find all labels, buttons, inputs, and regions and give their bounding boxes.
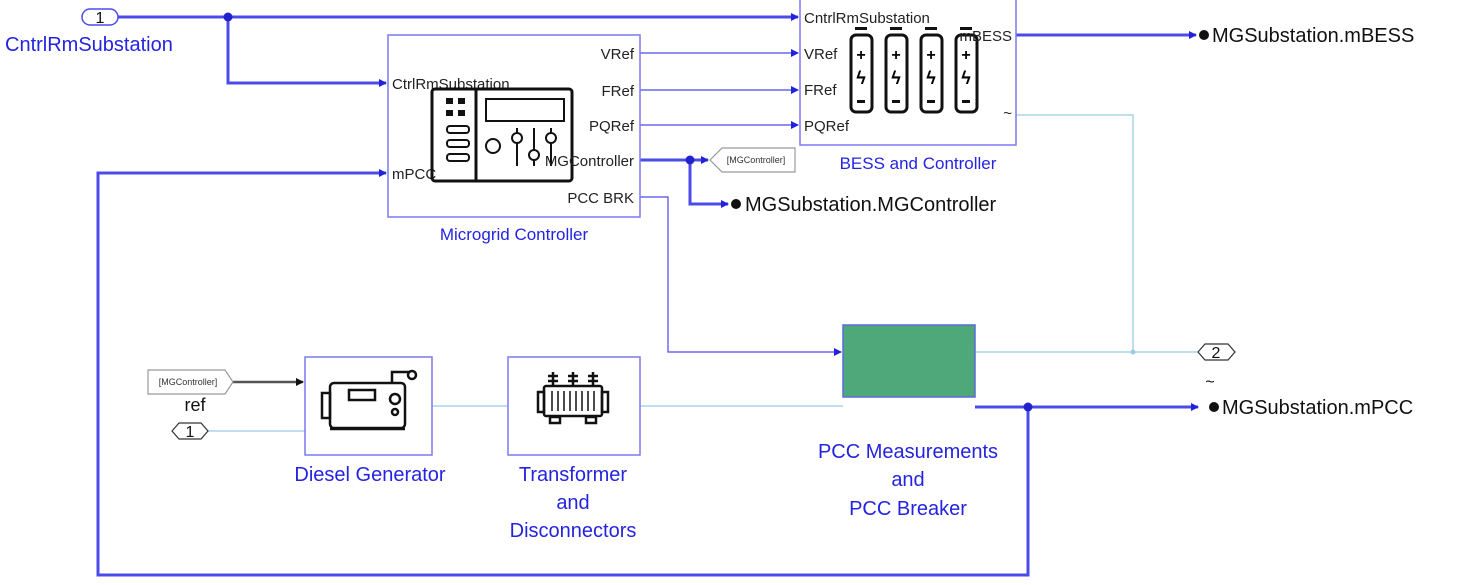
signal-output-mpcc[interactable]: MGSubstation.mPCC [1209, 397, 1413, 419]
line-mpcc-feedback[interactable] [96, 169, 1030, 577]
bess-block[interactable]: CntrlRmSubstation VRef FRef PQRef + ϟ + ϟ … [799, 0, 1017, 146]
signal-output-text: MGSubstation.mPCC [1222, 397, 1413, 419]
port-pcc-brk: PCC BRK [567, 190, 634, 207]
microgrid-controller-label: Microgrid Controller [440, 225, 589, 244]
line-cntrl-to-mgc[interactable] [226, 17, 387, 87]
goto-tag-text: [MGController] [727, 155, 786, 165]
label-line: Disconnectors [510, 520, 637, 542]
port-fref: FRef [804, 82, 837, 99]
from-tag-mgcontroller[interactable]: [MGController] [147, 369, 234, 395]
inport-number: 1 [96, 10, 105, 27]
pcc-label: PCC Measurements and PCC Breaker [818, 441, 998, 520]
transformer-icon [536, 372, 610, 425]
goto-tag-mgcontroller[interactable]: [MGController] [709, 147, 796, 173]
ac-symbol: ~ [1205, 374, 1214, 391]
label-line: and [556, 492, 589, 514]
port-cntrlrmsubstation: CntrlRmSubstation [804, 10, 930, 27]
signal-output-text: MGSubstation.MGController [745, 194, 997, 216]
bess-label: BESS and Controller [840, 154, 997, 173]
port-pqref: PQRef [589, 118, 635, 135]
signal-lines [96, 12, 1199, 577]
label-line: PCC Measurements [818, 441, 998, 463]
port-mbess: mBESS [959, 28, 1012, 45]
svg-text:+: + [926, 47, 935, 64]
from-tag-text: [MGController] [159, 377, 218, 387]
port-number: 2 [1212, 345, 1221, 362]
diesel-generator-label: Diesel Generator [294, 464, 446, 486]
port-ac: ~ [1003, 105, 1012, 122]
svg-text:ϟ: ϟ [926, 68, 936, 88]
junction-dot [1023, 402, 1033, 412]
port-number: 1 [186, 424, 195, 441]
label-line: PCC Breaker [849, 498, 967, 520]
connection-port-1[interactable]: 1 [171, 422, 209, 441]
line-pcc-brk[interactable] [640, 196, 842, 356]
svg-text:ϟ: ϟ [961, 68, 971, 88]
svg-text:+: + [961, 47, 970, 64]
junction-dot [223, 12, 233, 22]
label-line: and [891, 469, 924, 491]
connection-port-2[interactable]: 2 ~ [1197, 343, 1236, 391]
signal-output-mbess[interactable]: MGSubstation.mBESS [1199, 25, 1414, 47]
port-mgcontroller: MGController [545, 153, 634, 170]
svg-text:+: + [856, 47, 865, 64]
port-fref: FRef [601, 83, 634, 100]
junction-dot [1130, 349, 1136, 355]
port-vref: VRef [601, 46, 635, 63]
diesel-generator-block[interactable] [304, 356, 433, 456]
generator-icon [320, 369, 418, 431]
signal-output-mgcontroller[interactable]: MGSubstation.MGController [731, 194, 997, 216]
line-mgcontroller-out[interactable] [688, 160, 729, 208]
port-pqref: PQRef [804, 118, 850, 135]
label-line: Transformer [519, 464, 628, 486]
svg-text:+: + [891, 47, 900, 64]
transformer-block[interactable] [507, 356, 641, 456]
inport-label: CntrlRmSubstation [5, 34, 173, 56]
pcc-block[interactable] [842, 324, 976, 398]
svg-text:ϟ: ϟ [891, 68, 901, 88]
svg-text:ϟ: ϟ [856, 68, 866, 88]
port-vref: VRef [804, 46, 838, 63]
conn-bess-ac[interactable] [1016, 114, 1134, 352]
port-mpcc: mPCC [392, 166, 436, 183]
junction-dot [685, 155, 695, 165]
microgrid-controller-block[interactable]: CtrlRmSubstation mPCC VRef FRef PQRef MG… [387, 34, 641, 218]
ref-label: ref [184, 395, 206, 415]
inport-cntrlrmsubstation[interactable]: 1 [81, 8, 119, 27]
battery-icon: + ϟ + ϟ + ϟ + ϟ [849, 27, 979, 114]
controller-icon [430, 87, 574, 183]
transformer-label: Transformer and Disconnectors [510, 464, 637, 542]
signal-output-text: MGSubstation.mBESS [1212, 25, 1414, 47]
